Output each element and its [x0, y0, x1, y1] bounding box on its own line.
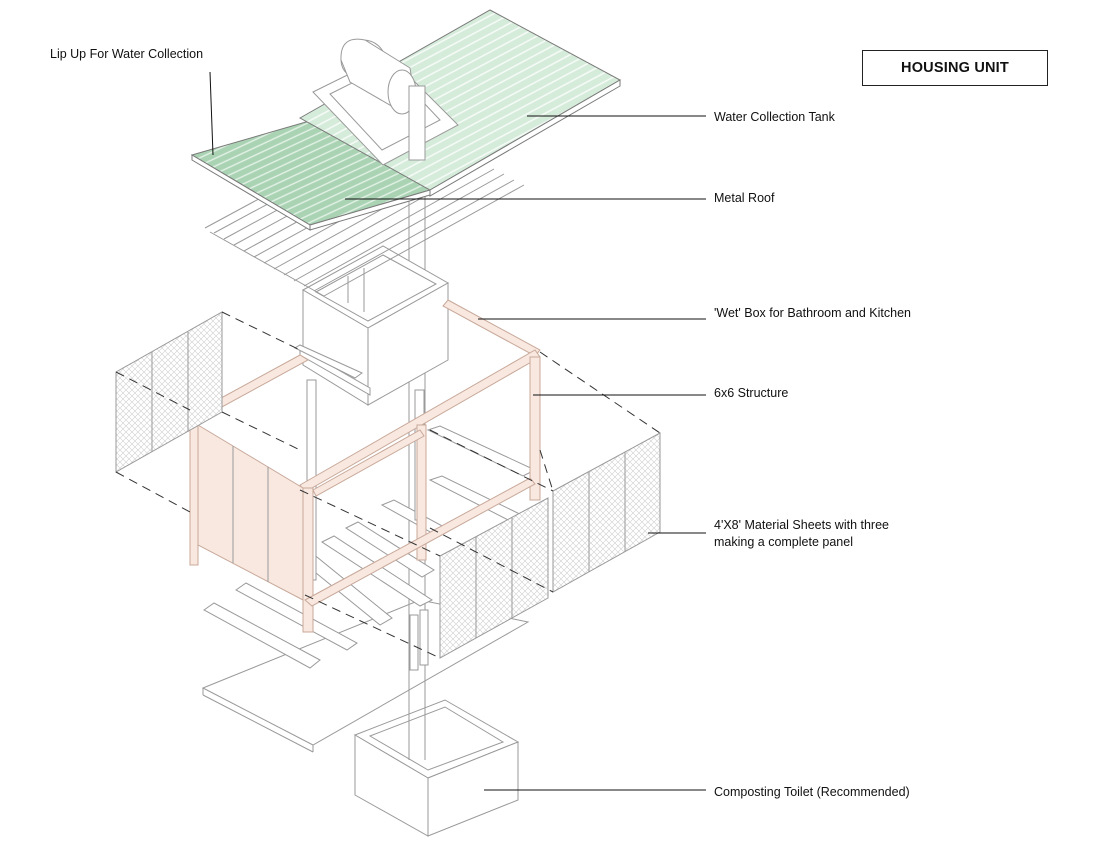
label-composting-toilet: Composting Toilet (Recommended)	[714, 785, 910, 799]
diagram-title: HOUSING UNIT	[862, 50, 1048, 86]
label-metal-roof: Metal Roof	[714, 191, 775, 205]
wet-box	[293, 245, 450, 406]
water-collection-tank	[312, 38, 459, 166]
structure-frame	[189, 299, 541, 633]
explosion-lines	[115, 311, 661, 659]
metal-roof	[190, 9, 622, 231]
label-material-sheets-line1: 4'X8' Material Sheets with three	[714, 518, 889, 532]
label-water-collection-tank: Water Collection Tank	[714, 110, 835, 124]
floor-joists	[203, 425, 537, 669]
label-wet-box: 'Wet' Box for Bathroom and Kitchen	[714, 306, 912, 320]
material-sheet-panel-center	[439, 497, 549, 659]
material-sheet-panel-right	[552, 432, 661, 593]
leader-lines	[209, 71, 706, 791]
label-6x6-structure: 6x6 Structure	[714, 386, 789, 400]
label-material-sheets-line2: making a complete panel	[714, 535, 853, 549]
label-lip-up: Lip Up For Water Collection	[50, 47, 204, 61]
composting-toilet	[353, 699, 520, 837]
